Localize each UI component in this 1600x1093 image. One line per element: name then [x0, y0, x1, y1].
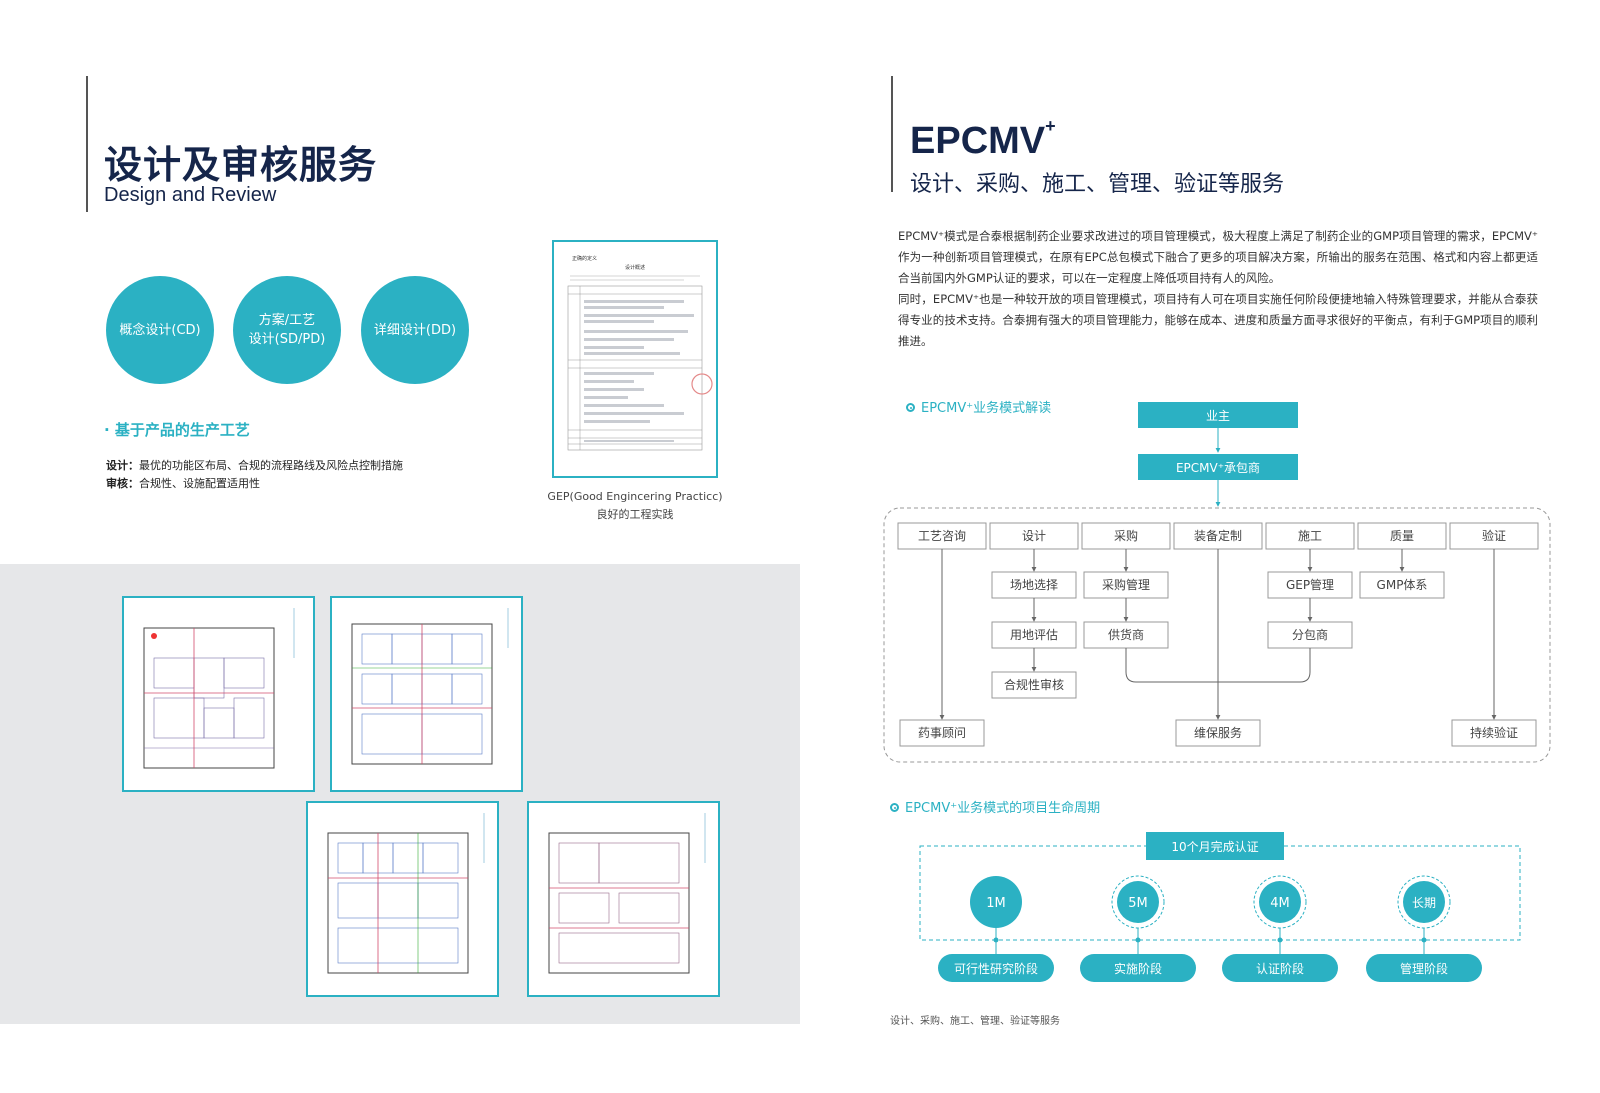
design-label: 设计：	[106, 459, 139, 472]
epcmv-flow-diagram: 业主 EPCMV⁺承包商 工艺咨询 设计 采购 装备定制 施工 质量 验证 场地…	[883, 402, 1551, 763]
flow-top-validation: 验证	[1482, 528, 1506, 543]
page-title: 设计及审核服务	[104, 143, 378, 187]
stage-feasibility-label: 可行性研究阶段	[954, 961, 1038, 976]
section-business-model: EPCMV⁺业务模式解读	[906, 397, 1051, 416]
stage-certification	[1222, 954, 1338, 982]
epcmv-title: EPCMV+	[910, 116, 1056, 163]
milestone-5m	[1117, 881, 1159, 923]
doc-header: 设计概述	[625, 264, 645, 271]
review-description: 审核：合规性、设施配置适用性	[106, 475, 260, 491]
flow-dashed-frame	[883, 507, 1551, 763]
floor-plan-2	[330, 596, 523, 792]
owner-label: 业主	[1206, 409, 1230, 423]
floor-plan-1	[122, 596, 315, 792]
milestone-4m	[1259, 881, 1301, 923]
flow-compliance-review: 合规性审核	[1004, 677, 1064, 692]
owner-box	[1138, 402, 1298, 428]
milestone-long-term-label: 长期	[1412, 896, 1436, 910]
intro-paragraphs: EPCMV⁺模式是合泰根据制药企业要求改进过的项目管理模式，极大程度上满足了制药…	[898, 226, 1538, 352]
review-text: 合规性、设施配置适用性	[139, 477, 260, 490]
stage-certification-label: 认证阶段	[1256, 961, 1304, 976]
flow-purchase-management: 采购管理	[1102, 577, 1150, 592]
intro-paragraph-1: EPCMV⁺模式是合泰根据制药企业要求改进过的项目管理模式，极大程度上满足了制药…	[898, 229, 1538, 285]
flow-pharma-advisor: 药事顾问	[918, 726, 966, 740]
flow-supplier: 供货商	[1108, 627, 1144, 642]
stage-feasibility	[938, 954, 1054, 982]
section-lifecycle: EPCMV⁺业务模式的项目生命周期	[890, 797, 1100, 816]
stage-management	[1366, 954, 1482, 982]
page-footer: 设计、采购、施工、管理、验证等服务	[890, 1016, 1060, 1027]
flow-site-selection: 场地选择	[1010, 578, 1058, 592]
section-lifecycle-label: EPCMV⁺业务模式的项目生命周期	[905, 801, 1101, 816]
lifecycle-diagram: 10个月完成认证 1M 可行性研究阶段 5M 实施阶段 4M 认证阶段 长期 管…	[919, 832, 1521, 982]
milestone-1m-label: 1M	[986, 896, 1006, 911]
contractor-box	[1138, 454, 1298, 480]
flow-top-process: 工艺咨询	[918, 528, 966, 543]
flow-subcontractor: 分包商	[1292, 627, 1328, 642]
flow-top-design: 设计	[1022, 529, 1046, 543]
right-title-divider	[891, 76, 893, 192]
flow-top-purchase: 采购	[1114, 528, 1138, 543]
design-text: 最优的功能区布局、合规的流程路线及风险点控制措施	[139, 459, 403, 472]
milestone-5m-label: 5M	[1128, 896, 1148, 911]
page-subtitle: Design and Review	[104, 184, 277, 206]
detail-design-circle: 详细设计(DD)	[361, 276, 469, 384]
gep-document-image: 正确的定义 设计概述	[552, 240, 718, 478]
process-heading: · 基于产品的生产工艺	[104, 421, 250, 439]
epcmv-title-text: EPCMV	[910, 120, 1046, 162]
epcmv-title-sup: +	[1045, 116, 1056, 136]
document-illustration: 正确的定义 设计概述	[554, 242, 716, 476]
section-dot-icon-2	[890, 803, 899, 812]
floor-plan-3	[306, 801, 499, 997]
flow-top-equipment: 装备定制	[1194, 528, 1242, 543]
floor-plan-4	[527, 801, 720, 997]
review-label: 审核：	[106, 477, 139, 490]
stage-implementation	[1080, 954, 1196, 982]
stage-management-label: 管理阶段	[1400, 961, 1448, 976]
flow-continued-validation: 持续验证	[1470, 725, 1518, 740]
doc-label: 正确的定义	[572, 255, 597, 262]
flow-gep-management: GEP管理	[1286, 577, 1334, 592]
milestone-long-term	[1403, 881, 1445, 923]
doc-caption-cn: 良好的工程实践	[596, 508, 674, 521]
section-business-model-label: EPCMV⁺业务模式解读	[921, 401, 1052, 416]
stage-implementation-label: 实施阶段	[1114, 961, 1162, 976]
lifecycle-banner-label: 10个月完成认证	[1171, 839, 1258, 854]
flow-land-assessment: 用地评估	[1010, 628, 1058, 642]
doc-caption-en: GEP(Good Engincering Practicc)	[547, 490, 723, 503]
milestone-1m	[970, 876, 1022, 928]
flow-top-construction: 施工	[1298, 529, 1322, 543]
lifecycle-banner	[1146, 832, 1284, 860]
title-divider	[86, 76, 88, 212]
intro-paragraph-2: 同时，EPCMV⁺也是一种较开放的项目管理模式，项目持有人可在项目实施任何阶段便…	[898, 292, 1538, 348]
flow-top-row: 工艺咨询 设计 采购 装备定制 施工 质量 验证	[897, 522, 1539, 550]
contractor-label: EPCMV⁺承包商	[1176, 460, 1260, 475]
milestone-4m-label: 4M	[1270, 896, 1290, 911]
flow-gmp-system: GMP体系	[1377, 578, 1428, 592]
design-description: 设计：最优的功能区布局、合规的流程路线及风险点控制措施	[106, 457, 403, 473]
section-dot-icon	[906, 403, 915, 412]
flow-maintenance: 维保服务	[1194, 725, 1242, 740]
epcmv-subtitle: 设计、采购、施工、管理、验证等服务	[910, 172, 1285, 197]
concept-design-circle: 概念设计(CD)	[106, 276, 214, 384]
flow-top-quality: 质量	[1390, 529, 1414, 543]
scheme-design-circle: 方案/工艺 设计(SD/PD)	[233, 276, 341, 384]
